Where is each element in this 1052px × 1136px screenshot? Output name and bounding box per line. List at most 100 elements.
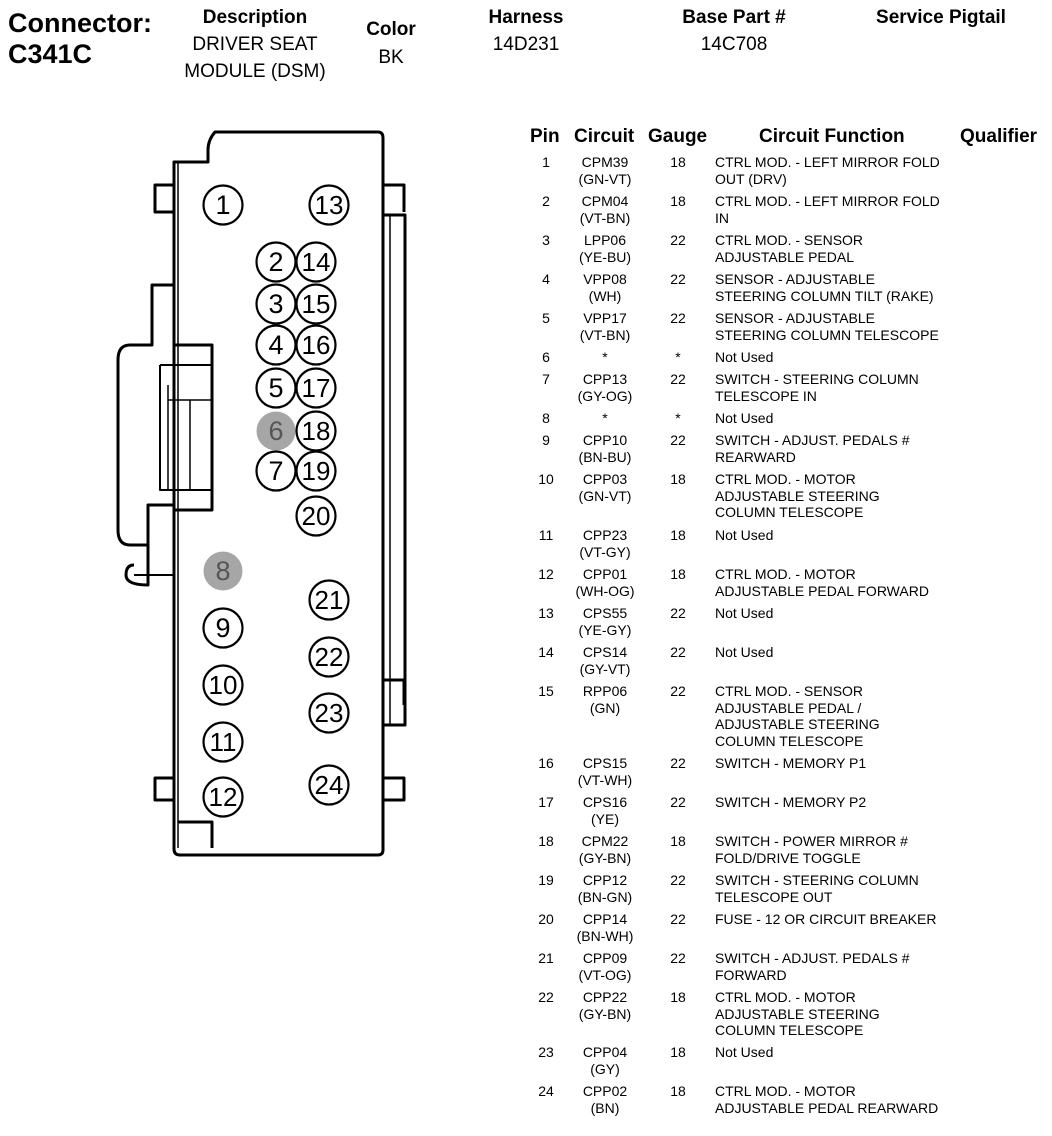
- pin-cavity-label: 12: [209, 782, 238, 812]
- pin-cavity-13: 13: [308, 184, 350, 226]
- pin-cavity-17: 17: [295, 367, 337, 409]
- color-title: Color: [366, 19, 416, 40]
- pin-cavity-label: 9: [215, 613, 230, 643]
- pin-cavity-2: 2: [255, 241, 297, 283]
- circuit-function-cell: FUSE - 12 OR CIRCUIT BREAKER: [715, 911, 937, 927]
- pin-cavity-21: 21: [308, 579, 350, 621]
- pin-number: 10: [538, 471, 554, 487]
- pin-cavity-label: 3: [268, 289, 283, 319]
- circuit-cell: CPS16 (YE): [582, 794, 628, 827]
- pin-cavity-label: 21: [315, 585, 344, 615]
- circuit-function-cell: CTRL MOD. - MOTOR ADJUSTABLE STEERING CO…: [715, 471, 880, 520]
- circuit-function-cell: Not Used: [715, 605, 774, 621]
- circuit-function-cell: SWITCH - POWER MIRROR # FOLD/DRIVE TOGGL…: [715, 833, 908, 866]
- connector-id: C341C: [8, 39, 93, 69]
- pin-cavity-label: 24: [315, 770, 344, 800]
- header-gauge: Gauge: [648, 126, 708, 147]
- circuit-function-cell: SWITCH - STEERING COLUMN TELESCOPE IN: [715, 371, 919, 404]
- connector-label: Connector:: [8, 8, 152, 38]
- pin-cavity-circle: [295, 283, 337, 325]
- pin-number: 18: [538, 833, 554, 849]
- pin-cavity-circle: [202, 776, 244, 818]
- circuit-function-cell: Not Used: [715, 644, 774, 660]
- harness-title: Harness: [488, 7, 564, 28]
- circuit-function-cell: SWITCH - MEMORY P1: [715, 755, 867, 771]
- pin-cavity-label: 5: [268, 373, 283, 403]
- gauge-cell: 22: [670, 232, 686, 248]
- pin-cavity-19: 19: [295, 450, 337, 492]
- service-pigtail-title: Service Pigtail: [876, 7, 1006, 28]
- pin-number: 15: [538, 683, 554, 699]
- pin-number: 12: [538, 566, 554, 582]
- gauge-cell: 18: [670, 193, 686, 209]
- gauge-cell: 18: [670, 1083, 686, 1099]
- circuit-cell: CPS15 (VT-WH): [577, 755, 633, 788]
- gauge-cell: 18: [670, 833, 686, 849]
- pin-number: 4: [542, 271, 550, 287]
- gauge-cell: 18: [670, 471, 686, 487]
- circuit-cell: CPS14 (GY-VT): [579, 644, 631, 677]
- pin-cavity-label: 19: [302, 456, 331, 486]
- pin-cavity-10: 10: [202, 664, 244, 706]
- pin-number: 11: [538, 527, 554, 543]
- connector-title: Connector: C341C: [8, 8, 152, 70]
- pin-cavity-18: 18: [295, 410, 337, 452]
- circuit-function-cell: CTRL MOD. - SENSOR ADJUSTABLE PEDAL: [715, 232, 864, 265]
- pin-cavity-11: 11: [202, 721, 244, 763]
- circuit-cell: CPP10 (BN-BU): [578, 432, 632, 465]
- gauge-cell: 22: [670, 271, 686, 287]
- gauge-cell: 22: [670, 605, 686, 621]
- pin-number: 5: [542, 310, 550, 326]
- pin-cavity-8: 8: [203, 551, 243, 591]
- header-circuit: Circuit: [574, 126, 635, 147]
- gauge-cell: 22: [670, 432, 686, 448]
- pin-cavity-22: 22: [308, 636, 350, 678]
- table-row: 8**Not Used: [520, 410, 1040, 427]
- pin-cavity-24: 24: [308, 764, 350, 806]
- circuit-cell: CPP12 (BN-GN): [577, 872, 633, 905]
- circuit-function-cell: CTRL MOD. - LEFT MIRROR FOLD OUT (DRV): [715, 154, 940, 187]
- description-line-1: DRIVER SEAT: [192, 34, 318, 55]
- circuit-function-cell: CTRL MOD. - MOTOR ADJUSTABLE PEDAL FORWA…: [715, 566, 929, 599]
- gauge-cell: 22: [670, 310, 686, 326]
- pin-number: 21: [538, 950, 554, 966]
- pin-cavity-circle: [308, 579, 350, 621]
- gauge-cell: 18: [670, 527, 686, 543]
- pin-cavity-circle: [295, 241, 337, 283]
- gauge-cell: 18: [670, 989, 686, 1005]
- circuit-cell: CPP02 (BN): [582, 1083, 628, 1116]
- circuit-cell: CPM04 (VT-BN): [579, 193, 631, 226]
- pin-cavity-circle: [295, 324, 337, 366]
- pin-cavity-circle: [295, 450, 337, 492]
- pin-cavity-label: 13: [315, 190, 344, 220]
- pin-number: 7: [542, 371, 550, 387]
- header-pin: Pin: [530, 126, 560, 147]
- description-title: Description: [202, 7, 308, 28]
- gauge-cell: 22: [670, 755, 686, 771]
- pin-cavity-label: 20: [302, 501, 331, 531]
- circuit-cell: LPP06 (YE-BU): [578, 232, 632, 265]
- pin-cavity-label: 18: [302, 416, 331, 446]
- pin-number: 14: [538, 644, 554, 660]
- gauge-cell: 18: [670, 566, 686, 582]
- gauge-cell: 22: [670, 371, 686, 387]
- pin-cavity-circle: [308, 184, 350, 226]
- gauge-cell: 22: [670, 872, 686, 888]
- circuit-cell: CPP04 (GY): [582, 1044, 628, 1077]
- circuit-function-cell: CTRL MOD. - SENSOR ADJUSTABLE PEDAL / AD…: [715, 683, 880, 749]
- circuit-cell: *: [602, 349, 608, 365]
- circuit-cell: CPP23 (VT-GY): [579, 527, 631, 560]
- gauge-cell: *: [675, 349, 681, 365]
- pin-cavity-5: 5: [255, 367, 297, 409]
- pin-cavity-label: 16: [302, 330, 331, 360]
- pin-number: 13: [538, 605, 554, 621]
- circuit-function-cell: Not Used: [715, 410, 774, 426]
